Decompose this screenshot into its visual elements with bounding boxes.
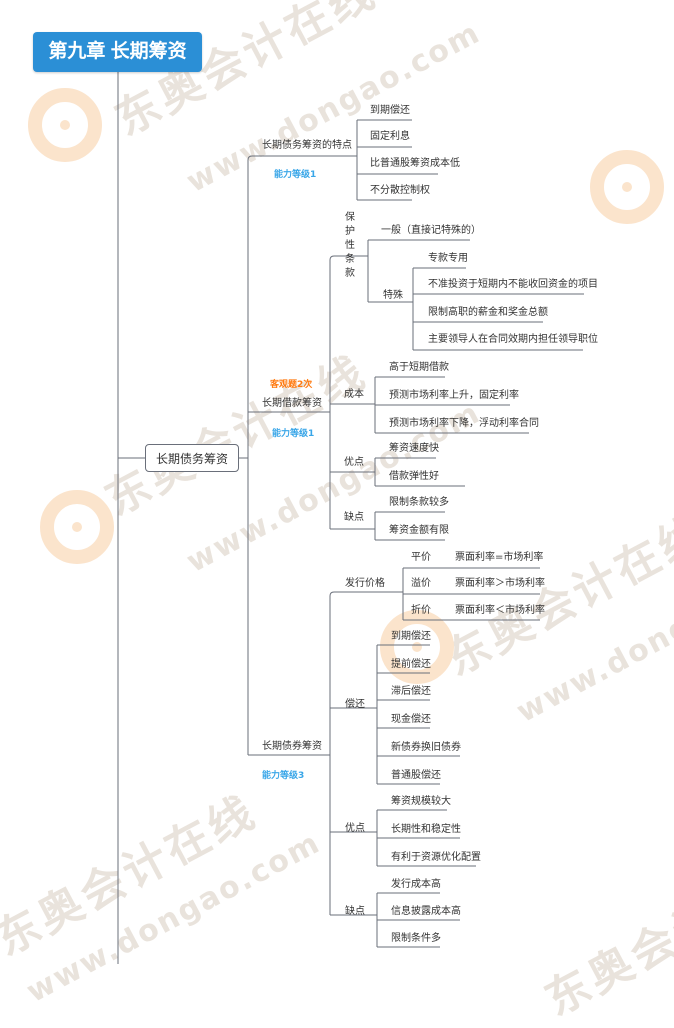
branch3-badge: 能力等级3 [262, 771, 305, 781]
mindmap-connectors [117, 72, 584, 964]
branch3-adv-label[interactable]: 优点 [345, 823, 365, 834]
adv-item[interactable]: 借款弹性好 [389, 471, 439, 482]
protect-label[interactable]: 保护性条款 [345, 212, 355, 279]
branch3-adv-bracket [376, 809, 476, 867]
dis-item[interactable]: 筹资金额有限 [389, 525, 449, 536]
branch3-dis-label[interactable]: 缺点 [345, 906, 365, 917]
protect-special-label[interactable]: 特殊 [383, 290, 403, 301]
branch2-bracket [329, 255, 375, 530]
special-bracket [412, 267, 584, 351]
branch1-item[interactable]: 不分散控制权 [370, 185, 430, 196]
price-name[interactable]: 平价 [411, 552, 431, 563]
root-node[interactable]: 长期债务筹资 [145, 444, 239, 472]
dis-bracket [374, 511, 445, 541]
cost-label[interactable]: 成本 [344, 389, 364, 400]
chapter-title: 第九章 长期筹资 [33, 32, 202, 72]
branch2-badge-bottom: 能力等级1 [272, 429, 315, 439]
protect-general[interactable]: 一般（直接记特殊的） [381, 225, 481, 236]
special-item[interactable]: 不准投资于短期内不能收回资金的项目 [428, 279, 598, 290]
special-item[interactable]: 限制高职的薪金和奖金总额 [428, 307, 548, 318]
price-desc[interactable]: 票面利率=市场利率 [455, 552, 544, 563]
branch3-adv-item[interactable]: 长期性和稳定性 [391, 824, 461, 835]
repay-label[interactable]: 偿还 [345, 699, 365, 710]
branch1-item[interactable]: 比普通股筹资成本低 [370, 158, 460, 169]
cost-item[interactable]: 预测市场利率下降，浮动利率合同 [389, 418, 539, 429]
branch1-badge: 能力等级1 [274, 170, 317, 180]
root-bracket [239, 155, 355, 756]
cost-item[interactable]: 高于短期借款 [389, 362, 449, 373]
price-name[interactable]: 折价 [411, 605, 431, 616]
branch1-item[interactable]: 固定利息 [370, 131, 410, 142]
repay-item[interactable]: 普通股偿还 [391, 770, 441, 781]
price-desc[interactable]: 票面利率＞市场利率 [455, 578, 545, 589]
branch3-dis-item[interactable]: 信息披露成本高 [391, 906, 461, 917]
branch3-label[interactable]: 长期债券筹资 [262, 741, 322, 752]
branch2-badge-top: 客观题2次 [270, 380, 313, 390]
repay-item[interactable]: 现金偿还 [391, 714, 431, 725]
protect-bracket [367, 239, 470, 303]
price-label[interactable]: 发行价格 [345, 578, 385, 589]
repay-item[interactable]: 滞后偿还 [391, 686, 431, 697]
branch3-dis-bracket [376, 892, 460, 948]
cost-bracket [374, 376, 529, 434]
adv-bracket [374, 457, 465, 487]
repay-item[interactable]: 新债券换旧债券 [391, 742, 461, 753]
branch3-adv-item[interactable]: 有利于资源优化配置 [391, 852, 481, 863]
repay-bracket [376, 644, 460, 785]
price-desc[interactable]: 票面利率＜市场利率 [455, 605, 545, 616]
dis-label[interactable]: 缺点 [344, 512, 364, 523]
branch3-bracket [329, 591, 403, 916]
adv-item[interactable]: 筹资速度快 [389, 443, 439, 454]
dis-item[interactable]: 限制条款较多 [389, 497, 449, 508]
branch1-item[interactable]: 到期偿还 [370, 105, 410, 116]
price-bracket [402, 567, 540, 621]
repay-item[interactable]: 到期偿还 [391, 631, 431, 642]
cost-item[interactable]: 预测市场利率上升，固定利率 [389, 390, 519, 401]
special-item[interactable]: 专款专用 [428, 253, 468, 264]
branch1-label[interactable]: 长期债务筹资的特点 [262, 140, 352, 151]
branch1-bracket [355, 119, 438, 201]
branch3-adv-item[interactable]: 筹资规模较大 [391, 796, 451, 807]
branch2-label[interactable]: 长期借款筹资 [262, 398, 322, 409]
adv-label[interactable]: 优点 [344, 457, 364, 468]
branch3-dis-item[interactable]: 发行成本高 [391, 879, 441, 890]
branch3-dis-item[interactable]: 限制条件多 [391, 933, 441, 944]
price-name[interactable]: 溢价 [411, 578, 431, 589]
special-item[interactable]: 主要领导人在合同效期内担任领导职位 [428, 334, 598, 345]
repay-item[interactable]: 提前偿还 [391, 659, 431, 670]
